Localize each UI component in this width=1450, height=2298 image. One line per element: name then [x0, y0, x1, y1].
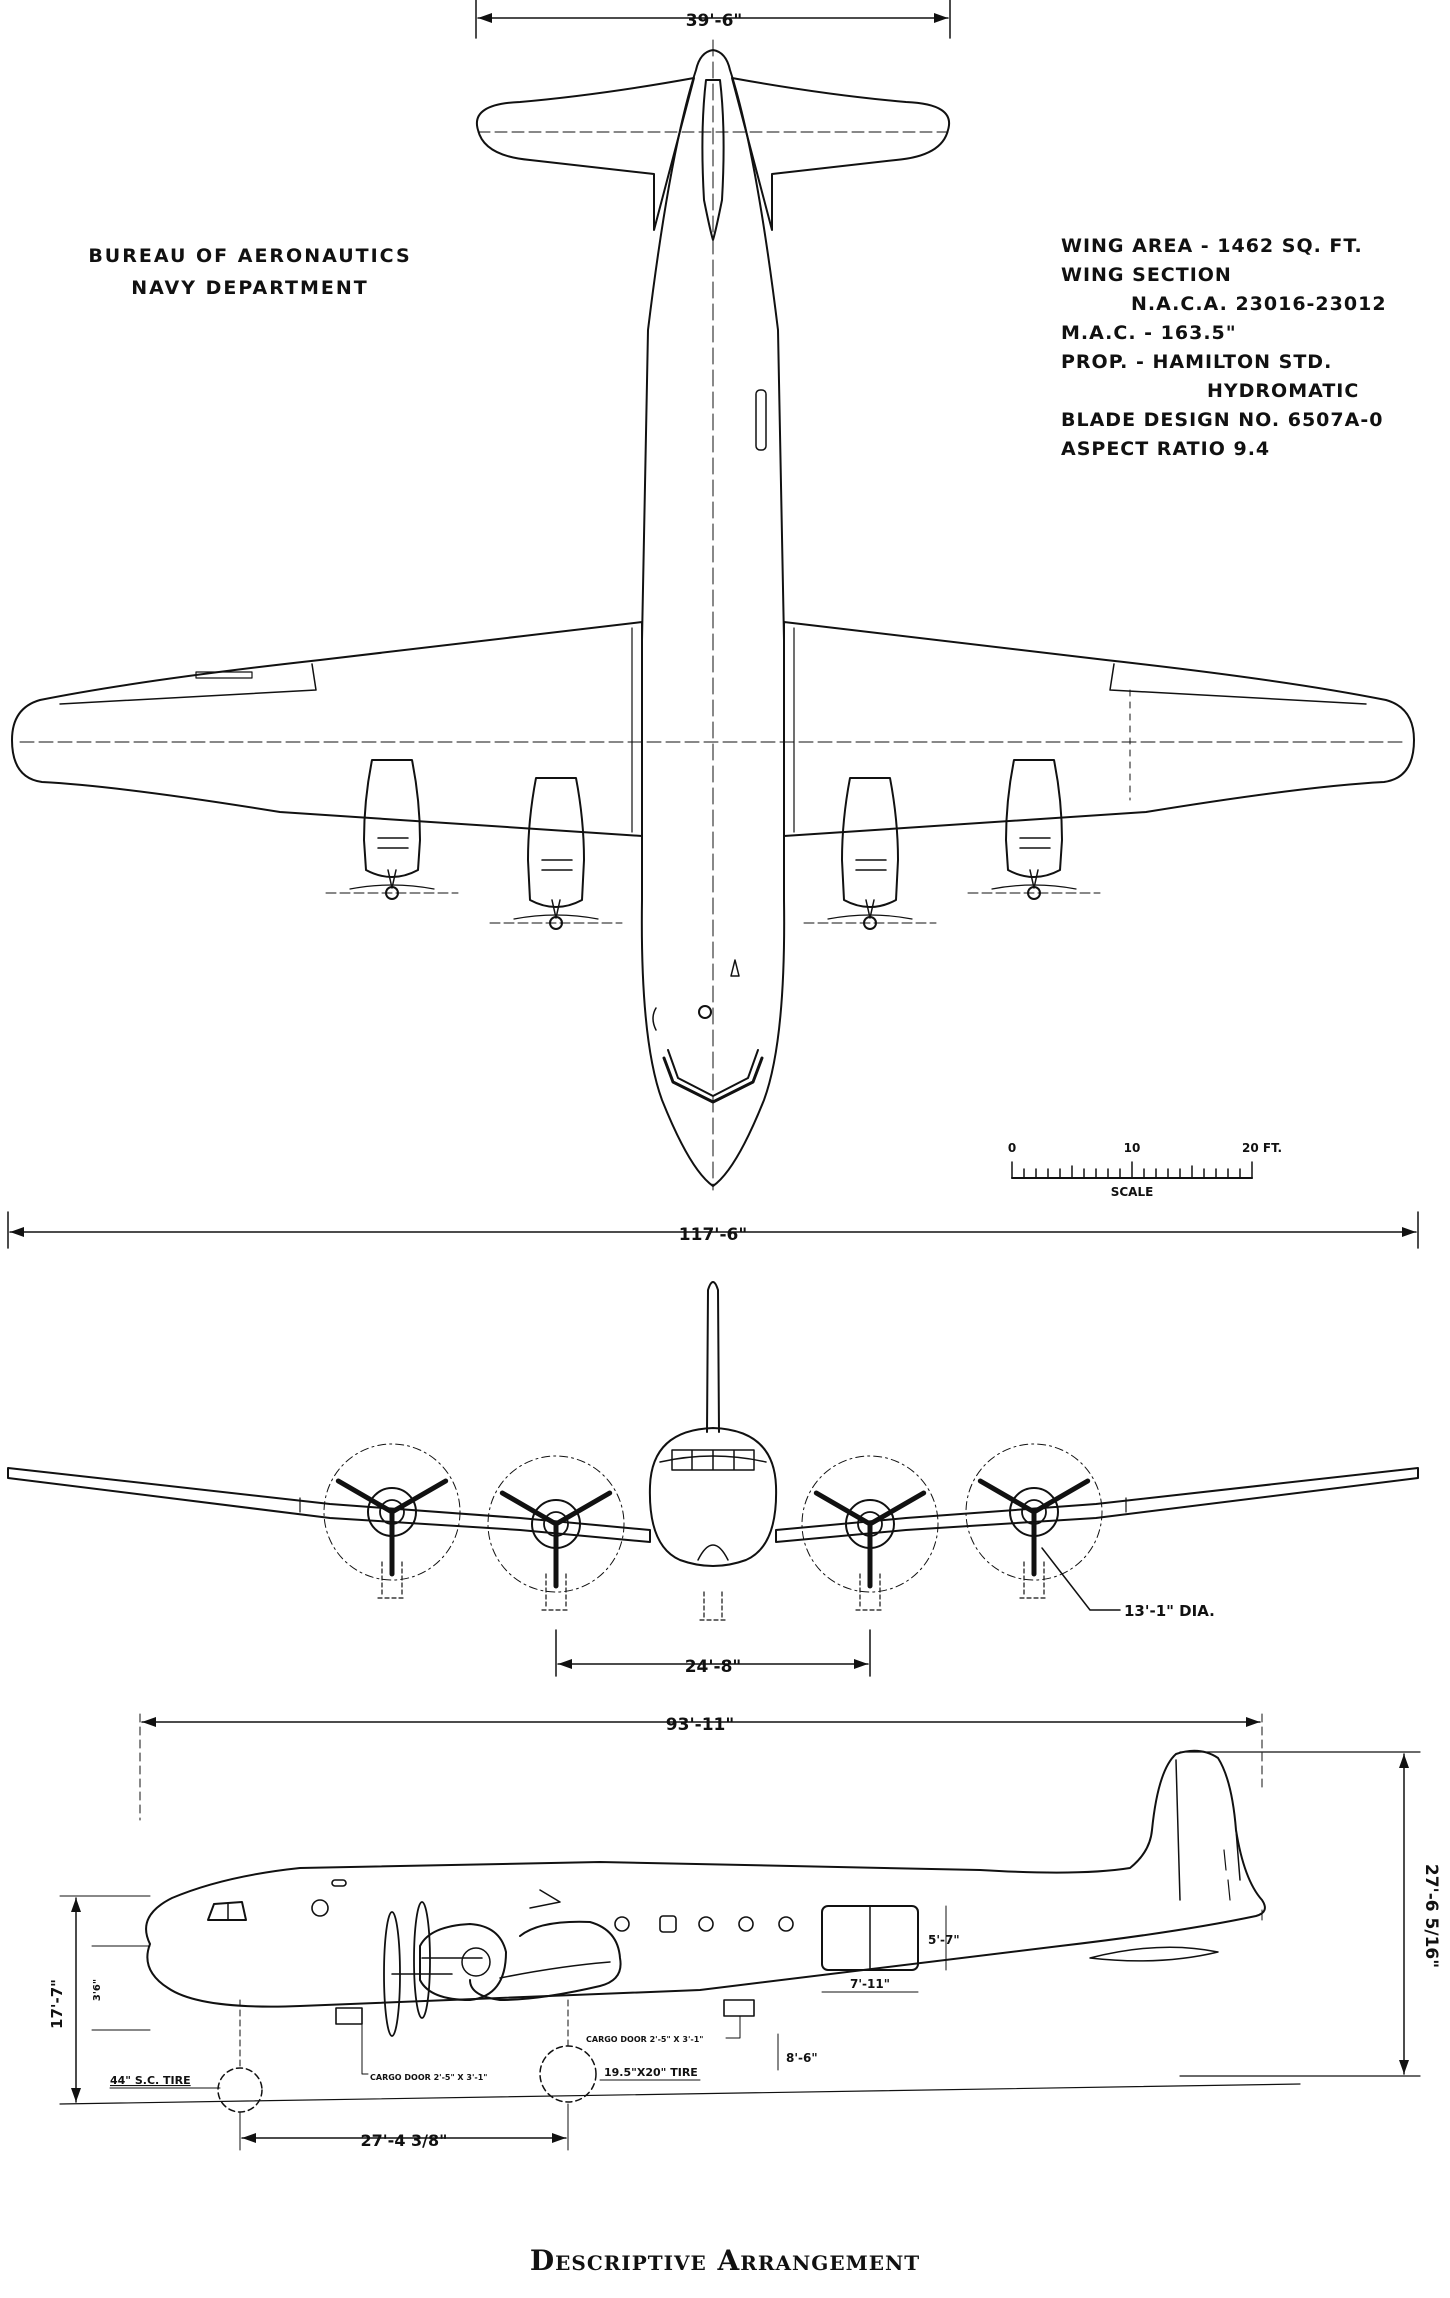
cargo-door-lower-callout: CARGO DOOR 2'-5" X 3'-1" — [370, 2073, 487, 2082]
left-stabilizer — [475, 77, 695, 231]
side-fuselage — [145, 1749, 1266, 2008]
front-fuselage — [648, 1427, 778, 1567]
scale-tick-20: 20 FT. — [1242, 1141, 1282, 1155]
door-height-label: 5'-7" — [928, 1933, 960, 1947]
spec-line: ASPECT RATIO 9.4 — [1061, 438, 1271, 460]
department-line: NAVY DEPARTMENT — [131, 277, 369, 299]
front-view: 117'-6" 24'-8" 13'-1" DIA. — [7, 1211, 1419, 1677]
spec-line: HYDROMATIC — [1207, 380, 1360, 402]
ground-height-label: 17'-7" — [48, 1979, 66, 2029]
side-view: 93'-11" 27'-6 5/16" 5'-7" — [48, 1713, 1441, 2151]
spec-line: PROP. - HAMILTON STD. — [1061, 351, 1333, 373]
nose-clearance-label: 3'6" — [92, 1979, 103, 2001]
scale-bar: 0 10 20 FT. SCALE — [1008, 1141, 1282, 1199]
spec-line: WING AREA - 1462 SQ. FT. — [1061, 235, 1363, 257]
spec-line: BLADE DESIGN NO. 6507A-0 — [1061, 409, 1384, 431]
scale-tick-0: 0 — [1008, 1141, 1016, 1155]
bureau-header: BUREAU OF AERONAUTICS NAVY DEPARTMENT — [80, 240, 420, 304]
spec-list: WING AREA - 1462 SQ. FT. WING SECTION N.… — [1061, 232, 1387, 464]
main-tire-callout: 19.5"X20" TIRE — [604, 2066, 698, 2079]
bureau-line: BUREAU OF AERONAUTICS — [88, 245, 412, 267]
propeller-discs-plan — [325, 892, 1101, 924]
spec-line: M.A.C. - 163.5" — [1061, 322, 1237, 344]
scale-tick-10: 10 — [1124, 1141, 1141, 1155]
cargo-door-upper-callout: CARGO DOOR 2'-5" X 3'-1" — [586, 2035, 703, 2044]
plan-view: 39'-6" — [11, 0, 1415, 1191]
nose-tire — [217, 2067, 263, 2113]
height-dimension: 27'-6 5/16" — [1421, 1864, 1441, 1968]
main-tire — [539, 2045, 597, 2103]
side-engines — [383, 1901, 507, 2037]
wheelbase-dimension: 27'-4 3/8" — [361, 2131, 448, 2150]
tail-span-dimension: 39'-6" — [686, 11, 743, 31]
nose-tire-callout: 44" S.C. TIRE — [110, 2074, 191, 2087]
scale-label: SCALE — [1111, 1185, 1154, 1199]
spec-line: N.A.C.A. 23016-23012 — [1131, 293, 1387, 315]
door-width-label: 7'-11" — [850, 1977, 890, 1991]
right-stabilizer — [731, 77, 951, 231]
drawing-caption: Descriptive Arrangement — [529, 2244, 921, 2277]
left-wing — [11, 621, 643, 837]
length-dimension: 93'-11" — [666, 1715, 734, 1735]
prop-diameter-label: 13'-1" DIA. — [1124, 1602, 1215, 1620]
front-engines — [323, 1443, 1103, 1611]
portholes — [311, 1879, 794, 1933]
door-sill-label: 8'-6" — [786, 2051, 818, 2065]
right-wing — [783, 621, 1415, 837]
spec-line: WING SECTION — [1061, 264, 1232, 286]
tread-dimension: 24'-8" — [685, 1657, 742, 1677]
wing-span-dimension: 117'-6" — [679, 1225, 747, 1245]
